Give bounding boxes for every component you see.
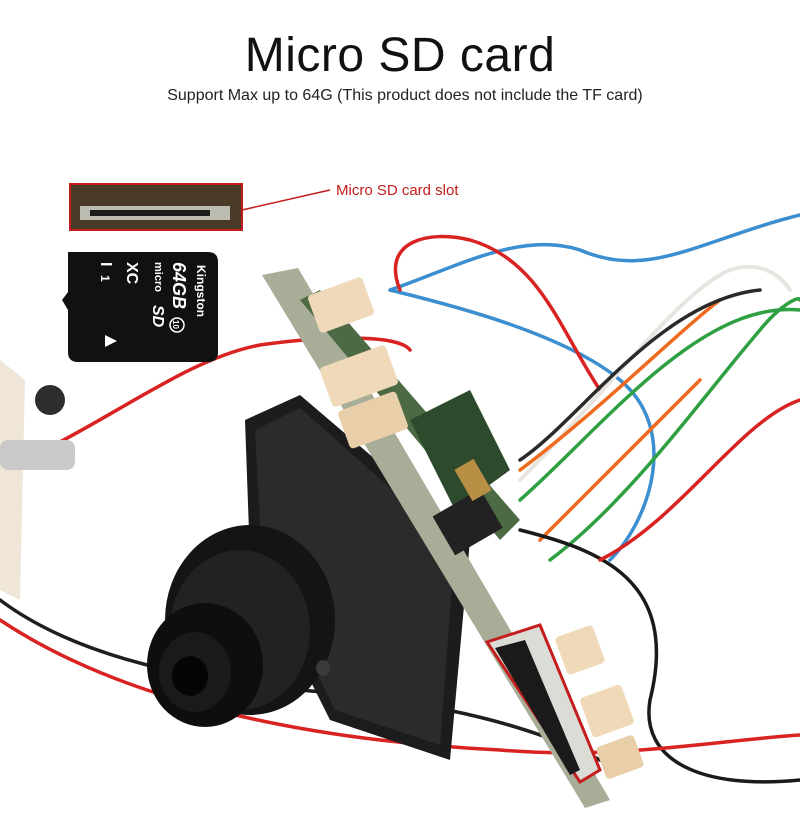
sd-capacity: 64GB: [169, 262, 189, 309]
sd-type-micro: micro: [152, 262, 164, 292]
wire-orange-2: [538, 378, 702, 542]
wire-blue: [388, 213, 800, 292]
connector: [308, 277, 374, 333]
slot-closeup-inset: [69, 183, 331, 231]
sd-type-sd: SD: [149, 305, 166, 328]
wire-red-top: [393, 234, 602, 392]
connector: [580, 684, 634, 738]
sd-type-xc: XC: [123, 262, 140, 285]
wire-red-left: [0, 336, 412, 472]
wire-black-bottom: [518, 528, 800, 784]
component-gold: [454, 458, 492, 502]
wire-blue-2: [388, 288, 656, 562]
sd-brand: Kingston: [194, 265, 208, 317]
wire-black: [518, 288, 762, 462]
wire-green-2: [518, 307, 800, 502]
page-title: Micro SD card: [244, 29, 556, 82]
sd-uhs: I: [97, 262, 114, 266]
wires: [0, 213, 800, 784]
sd-uhs-marker: 1: [98, 275, 112, 282]
connector: [338, 391, 408, 449]
connector: [596, 735, 644, 779]
micro-sd-card: Kingston 64GB micro SD XC I 1 10: [62, 252, 218, 362]
wire-red-bottom: [0, 618, 800, 755]
mount-bracket: [0, 360, 75, 600]
wire-orange: [518, 298, 722, 472]
sd-speed-class: 10: [171, 320, 180, 329]
lens-assembly: [147, 395, 470, 760]
page-subtitle: Support Max up to 64G (This product does…: [167, 87, 643, 104]
screw: [35, 385, 65, 415]
wire-red-right: [598, 398, 800, 562]
connector: [555, 625, 605, 675]
connector: [320, 345, 398, 407]
pcb-board: [262, 268, 644, 808]
callout-label-sd-slot: Micro SD card slot: [336, 182, 459, 199]
wire-green: [548, 297, 800, 562]
chip: [432, 488, 503, 556]
wire-white: [518, 264, 792, 482]
